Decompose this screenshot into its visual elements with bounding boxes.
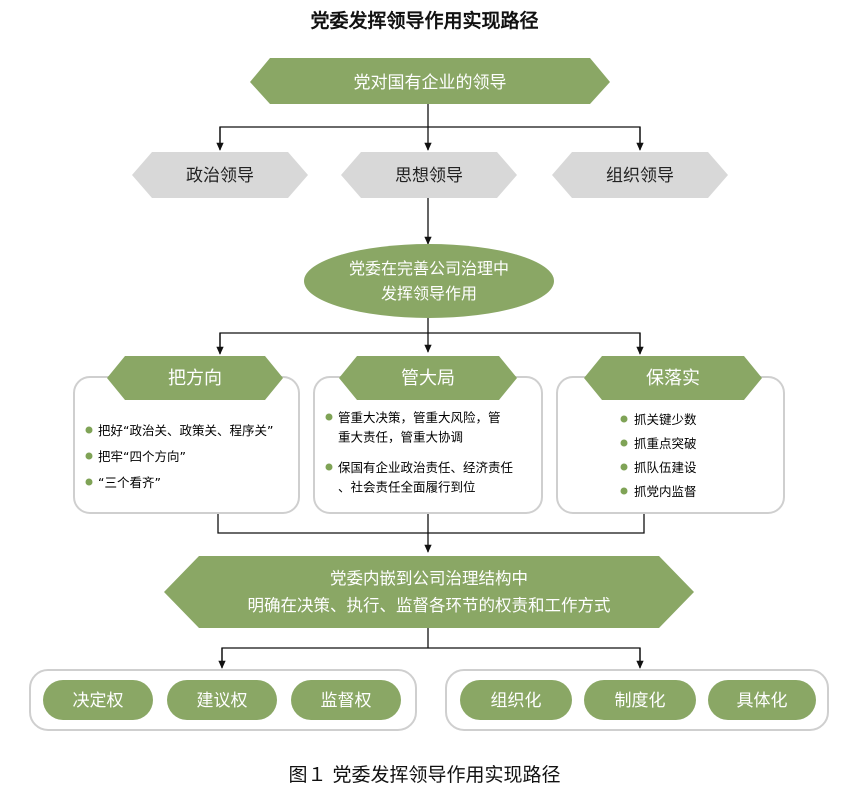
role-direction-bullet-2: 把牢“四个方向”	[98, 449, 186, 464]
leadership-organization-label: 组织领导	[606, 166, 674, 186]
method-institution: 制度化	[615, 691, 666, 711]
leadership-ideology-label: 思想领导	[395, 166, 463, 186]
role-implementation-bullet-4: 抓党内监督	[634, 484, 697, 499]
leadership-politics: 政治领导	[132, 152, 308, 198]
methods-group: 组织化 制度化 具体化	[445, 669, 829, 731]
role-box-implementation: 保落实 抓关键少数 抓重点突破 抓队伍建设 抓党内监督	[556, 356, 785, 514]
figure-caption: 图１ 党委发挥领导作用实现路径	[288, 764, 561, 786]
embed-node: 党委内嵌到公司治理结构中 明确在决策、执行、监督各环节的权责和工作方式	[164, 556, 694, 628]
method-concrete: 具体化	[737, 691, 788, 711]
leadership-politics-label: 政治领导	[186, 166, 254, 186]
role-overall-label: 管大局	[401, 368, 455, 389]
top-node-label: 党对国有企业的领导	[354, 73, 507, 93]
leadership-ideology: 思想领导	[341, 152, 517, 198]
role-box-direction: 把方向 把好“政治关、政策关、程序关” 把牢“四个方向” “三个看齐”	[73, 356, 300, 514]
role-overall-bullet-2: 保国有企业政治责任、经济责任、社会责任全面履行到位	[338, 460, 513, 494]
role-implementation-bullet-1: 抓关键少数	[634, 412, 697, 427]
role-implementation-bullet-3: 抓队伍建设	[634, 460, 697, 475]
connectors	[216, 103, 645, 669]
role-direction-bullet-1: 把好“政治关、政策关、程序关”	[98, 423, 273, 438]
top-node: 党对国有企业的领导	[250, 58, 610, 104]
leadership-organization: 组织领导	[552, 152, 728, 198]
role-overall-bullet-1: 管重大决策，管重大风险，管重大责任，管重大协调	[338, 410, 501, 444]
core-node: 党委在完善公司治理中 发挥领导作用	[304, 244, 554, 318]
role-implementation-label: 保落实	[646, 368, 700, 389]
power-decision: 决定权	[73, 691, 124, 711]
role-direction-label: 把方向	[168, 368, 222, 389]
core-node-line1: 党委在完善公司治理中	[349, 259, 509, 278]
role-box-overall: 管大局 管重大决策，管重大风险，管重大责任，管重大协调 保国有企业政治责任、经济…	[313, 356, 543, 514]
embed-node-line2: 明确在决策、执行、监督各环节的权责和工作方式	[248, 596, 611, 615]
power-suggestion: 建议权	[197, 691, 248, 711]
powers-group: 决定权 建议权 监督权	[29, 669, 417, 731]
power-supervision: 监督权	[321, 691, 372, 711]
method-organization: 组织化	[491, 691, 542, 711]
role-direction-bullet-3: “三个看齐”	[98, 475, 161, 490]
page-title: 党委发挥领导作用实现路径	[310, 10, 539, 32]
role-implementation-bullet-2: 抓重点突破	[634, 436, 697, 451]
core-node-line2: 发挥领导作用	[381, 284, 477, 303]
embed-node-line1: 党委内嵌到公司治理结构中	[330, 569, 528, 588]
